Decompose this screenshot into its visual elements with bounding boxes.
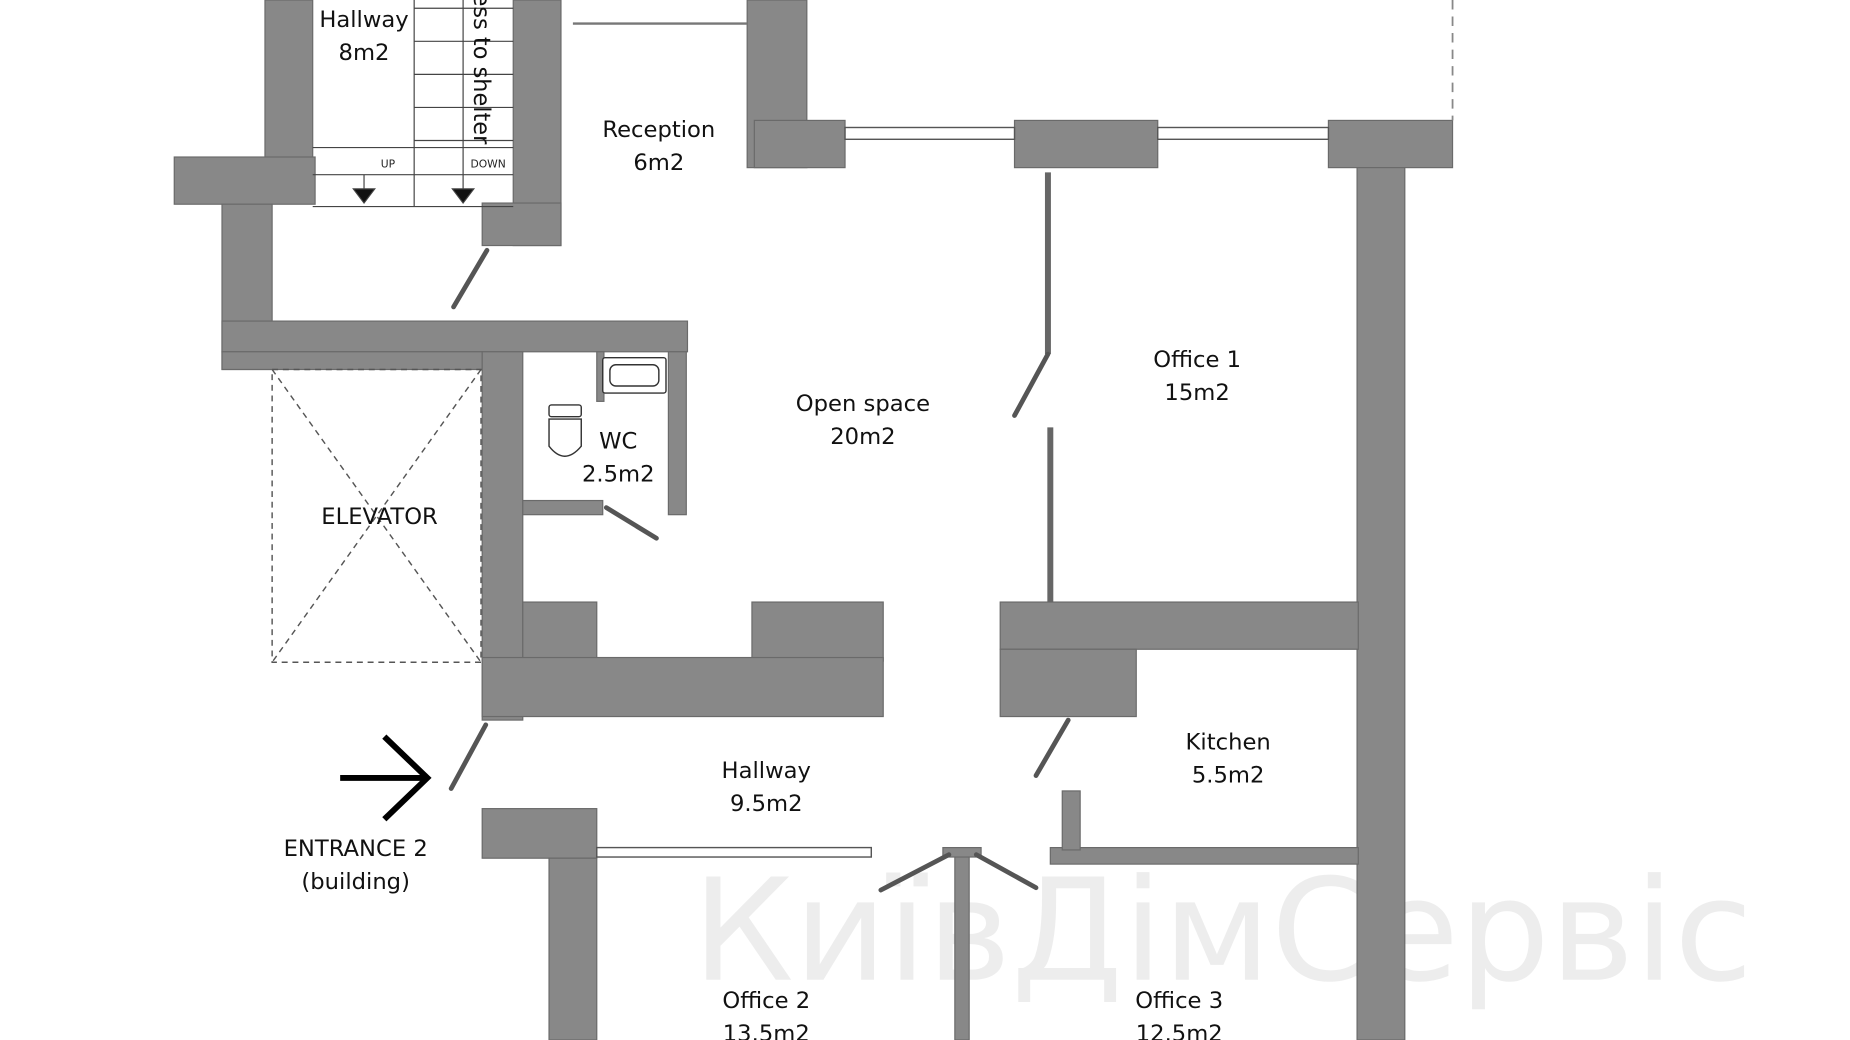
room-office1-name: Office 1 [1153, 347, 1241, 373]
shelter-label: ess to shelter [468, 0, 494, 145]
doors [448, 247, 1071, 893]
room-hallway-top-name: Hallway [319, 7, 408, 33]
stairs-up-label: UP [381, 158, 396, 171]
room-hallway-top-area: 8m2 [339, 40, 390, 66]
room-labels: Hallway 8m2 Reception 6m2 Open space 20m… [319, 7, 1270, 1040]
watermark-text: КиївДімСервіс [692, 849, 1753, 1014]
room-hallway-bottom-name: Hallway [722, 758, 811, 784]
stairs [312, 0, 514, 208]
room-open-space-area: 20m2 [830, 424, 895, 450]
elevator-shaft [271, 368, 482, 663]
room-reception-name: Reception [602, 117, 715, 143]
room-office1-area: 15m2 [1164, 380, 1229, 406]
windows [572, 0, 1454, 858]
room-kitchen-name: Kitchen [1186, 730, 1271, 756]
room-hallway-bottom-area: 9.5m2 [730, 791, 803, 817]
room-reception-area: 6m2 [633, 150, 684, 176]
entrance-arrow-icon [340, 734, 432, 822]
room-elevator-name: ELEVATOR [321, 504, 438, 530]
room-office2-area: 13.5m2 [723, 1021, 810, 1040]
fixtures [548, 356, 667, 457]
room-wc-name: WC [599, 429, 637, 455]
toilet-icon [548, 404, 582, 418]
room-office3-name: Office 3 [1135, 988, 1223, 1014]
entrance-sublabel: (building) [301, 869, 409, 895]
room-wc-area: 2.5m2 [582, 462, 655, 488]
watermark: КиївДімСервіс [692, 849, 1753, 1014]
entrance-label: ENTRANCE 2 [284, 836, 428, 862]
room-open-space-name: Open space [796, 391, 930, 417]
room-kitchen-area: 5.5m2 [1192, 763, 1265, 789]
room-office2-name: Office 2 [722, 988, 810, 1014]
room-office3-area: 12.5m2 [1136, 1021, 1223, 1040]
stairs-down-label: DOWN [470, 158, 505, 171]
